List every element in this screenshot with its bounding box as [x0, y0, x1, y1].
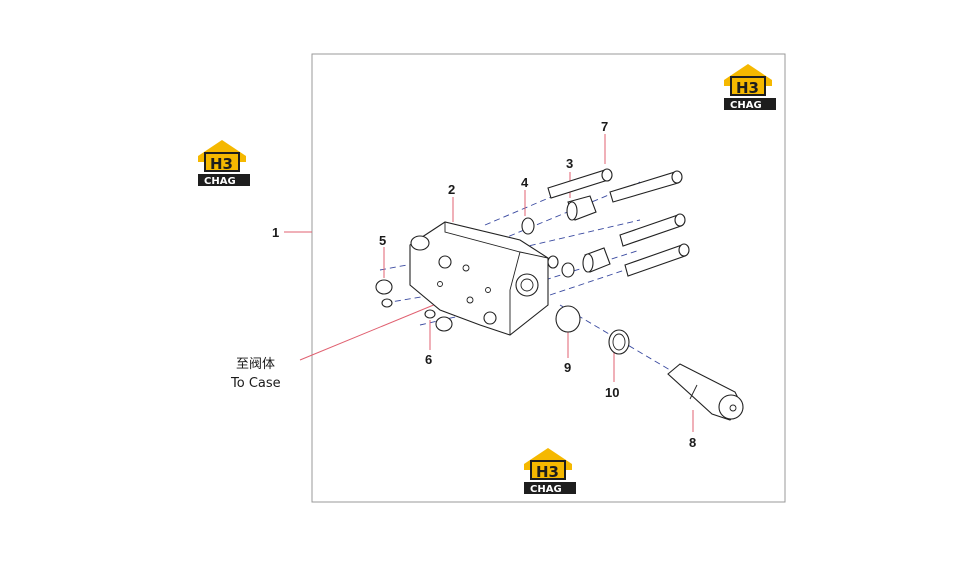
label-5: 5 — [379, 233, 386, 248]
note-cn: 至阀体 — [236, 357, 275, 372]
label-4: 4 — [521, 175, 529, 190]
label-10: 10 — [605, 385, 619, 400]
label-1: 1 — [272, 225, 279, 240]
logo-bottom-chag: CHAG — [530, 484, 562, 495]
label-3: 3 — [566, 156, 573, 171]
o-ring-small — [521, 217, 575, 278]
o-rings-pair — [424, 309, 453, 332]
fitting — [667, 363, 744, 421]
label-6: 6 — [425, 352, 432, 367]
diagram-frame — [311, 53, 786, 503]
brand-logo-top-right: H3 CHAG — [724, 64, 776, 111]
label-9: 9 — [564, 360, 571, 375]
washer — [608, 329, 630, 355]
logo-bottom-h3: H3 — [536, 463, 559, 481]
brand-logo-left: H3 CHAG — [198, 140, 250, 187]
label-2: 2 — [448, 182, 455, 197]
o-ring-right — [555, 305, 581, 333]
plugs — [566, 195, 611, 273]
label-8: 8 — [689, 435, 696, 450]
brand-logo-bottom: H3 CHAG — [524, 448, 576, 495]
label-7: 7 — [601, 119, 608, 134]
housing-part — [409, 221, 549, 336]
logo-left-chag: CHAG — [204, 176, 236, 187]
part-labels: 1 2 3 4 5 6 7 8 9 10 至阀体 To Case — [230, 119, 696, 450]
o-rings-left — [375, 279, 393, 308]
logo-top-right-chag: CHAG — [730, 100, 762, 111]
logo-top-right-h3: H3 — [736, 79, 759, 97]
bolts — [547, 168, 690, 277]
leader-lines — [284, 134, 694, 432]
note-en: To Case — [230, 376, 281, 391]
logo-left-h3: H3 — [210, 155, 233, 173]
